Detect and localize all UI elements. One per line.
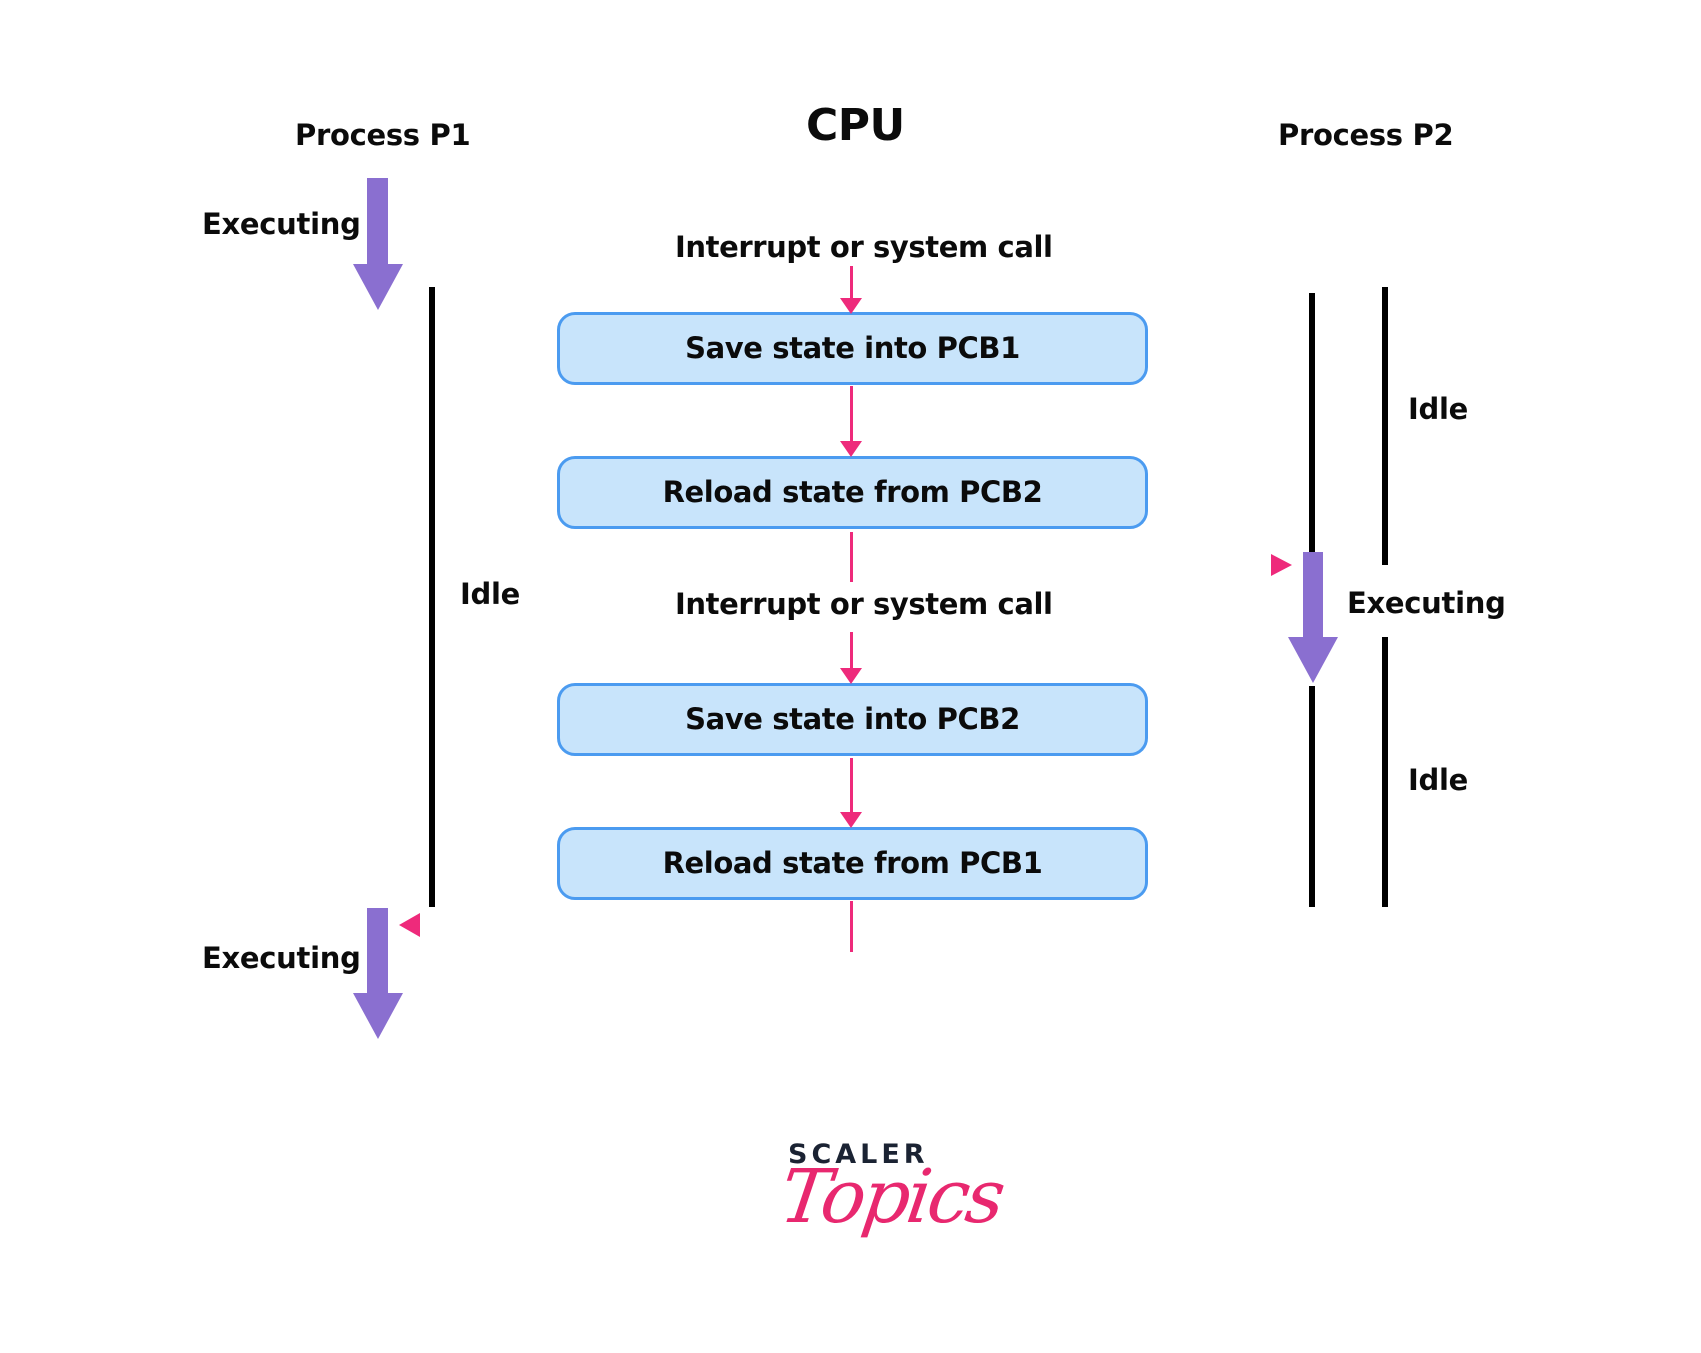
p1-executing-label-top: Executing [202, 207, 361, 241]
connector-save2-to-reload1 [850, 758, 853, 814]
interrupt-label-2: Interrupt or system call [675, 587, 1053, 621]
process-p1-title: Process P1 [295, 118, 471, 152]
logo-topics-text: Topics [774, 1154, 1008, 1240]
p1-executing-label-bottom: Executing [202, 941, 361, 975]
p1-idle-line [429, 287, 435, 907]
step-save-pcb1-label: Save state into PCB1 [685, 331, 1020, 365]
p2-execution-arrow [1288, 552, 1338, 683]
arrowhead-down-icon [840, 812, 862, 828]
step-save-pcb2-label: Save state into PCB2 [685, 702, 1020, 736]
cpu-title: CPU [806, 100, 905, 151]
arrowhead-down-icon [840, 668, 862, 684]
connector-reload2-to-interrupt2 [850, 532, 853, 582]
p1-idle-label: Idle [460, 577, 520, 611]
p2-idle-label-top: Idle [1408, 392, 1468, 426]
process-p2-title: Process P2 [1278, 118, 1454, 152]
p1-execution-arrow-bottom [353, 908, 403, 1039]
p1-execution-arrow-top [353, 178, 403, 310]
step-reload-pcb2-label: Reload state from PCB2 [662, 475, 1043, 509]
p2-idle-line-right-upper [1382, 287, 1388, 565]
arrowhead-down-icon [840, 298, 862, 314]
connector-interrupt1-to-save1 [850, 266, 853, 300]
step-save-pcb1: Save state into PCB1 [557, 312, 1148, 385]
p2-idle-line-left-upper [1309, 293, 1315, 553]
p2-executing-label: Executing [1347, 586, 1506, 620]
resume-marker-right-icon [1271, 554, 1292, 576]
p2-idle-label-bottom: Idle [1408, 763, 1468, 797]
arrowhead-down-icon [840, 441, 862, 457]
p2-idle-line-right-lower [1382, 637, 1388, 907]
logo-scaler-text: SCALER [788, 1139, 929, 1170]
connector-save1-to-reload2 [850, 386, 853, 442]
p2-idle-line-left-lower [1309, 686, 1315, 907]
step-reload-pcb1-label: Reload state from PCB1 [662, 846, 1043, 880]
connector-reload1-tail [850, 901, 853, 952]
step-save-pcb2: Save state into PCB2 [557, 683, 1148, 756]
step-reload-pcb1: Reload state from PCB1 [557, 827, 1148, 900]
connector-interrupt2-to-save2 [850, 632, 853, 670]
resume-marker-left-icon [399, 913, 420, 937]
interrupt-label-1: Interrupt or system call [675, 230, 1053, 264]
step-reload-pcb2: Reload state from PCB2 [557, 456, 1148, 529]
